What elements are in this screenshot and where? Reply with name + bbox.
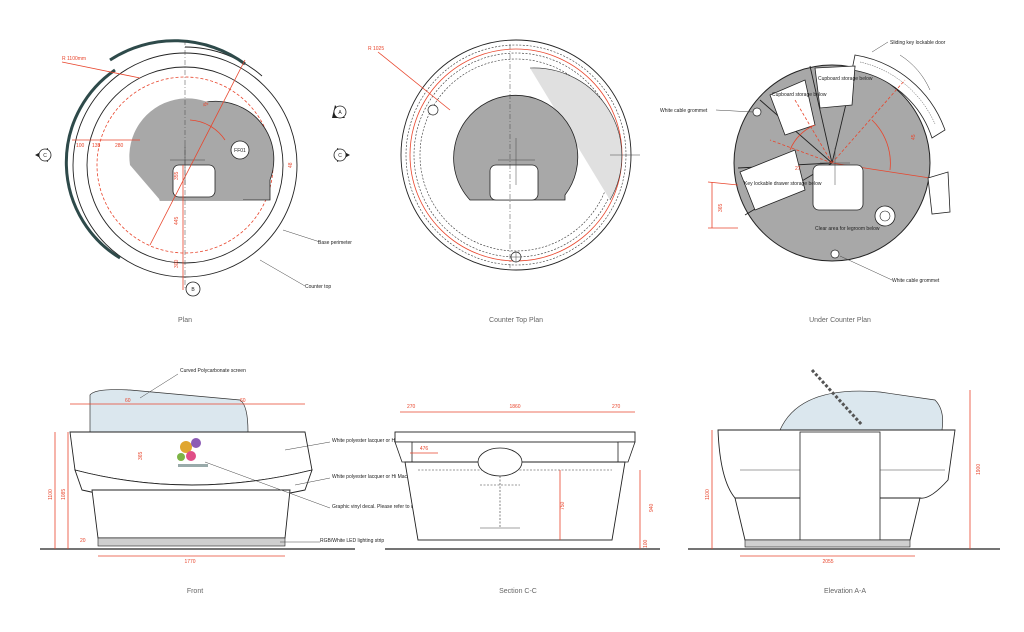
section-c-c-view: 270 1860 270 476 750 940 100 Section C-C (385, 404, 660, 595)
counter-top-plan-view: R 1025 Counter Top Plan (368, 39, 640, 324)
section-marker-b: B (191, 287, 195, 293)
plan-caption: Plan (178, 317, 192, 324)
clear-area-label: Clear area for legroom below (815, 226, 880, 232)
elevation-dim-2055: 2055 (822, 559, 833, 565)
front-dim-365: 365 (138, 451, 144, 460)
elevation-dim-1900: 1900 (976, 464, 982, 475)
section-dim-476: 476 (420, 446, 429, 452)
dim-280: 280 (115, 143, 124, 149)
plan-radius-label: R 1100mm (62, 56, 86, 62)
screen-label: Curved Polycarbonate screen (180, 368, 246, 374)
section-dim-100: 100 (643, 539, 649, 548)
section-dim-940: 940 (649, 503, 655, 512)
front-dim-60b: 60 (240, 398, 246, 404)
finish-label-1: White polyester lacquer or Hi Macs solid… (332, 438, 439, 444)
plan-view: FF01 B C C A R 1100mm 100 135 280 355 44… (35, 39, 352, 324)
cupboard-storage-1-label: Cupboard storage below (772, 92, 827, 98)
section-dim-1860: 1860 (509, 404, 520, 410)
section-caption: Section C-C (499, 588, 537, 595)
front-dim-60a: 60 (125, 398, 131, 404)
cupboard-storage-2-label: Cupboard storage below (818, 76, 873, 82)
section-marker-c-left: C (43, 153, 47, 159)
dim-300: 300 (174, 259, 180, 268)
front-dim-1085: 1085 (61, 489, 67, 500)
elevation-dim-1100: 1100 (705, 489, 711, 500)
dim-445: 445 (174, 216, 180, 225)
base-perimeter-label: Base perimeter (318, 240, 352, 246)
section-marker-c-right: C (338, 153, 342, 159)
front-dim-1770: 1770 (184, 559, 195, 565)
under-counter-plan-view: 365 27 45 Sliding key lockable door Whit… (660, 40, 951, 324)
dim-135: 135 (92, 143, 101, 149)
counter-top-plan-caption: Counter Top Plan (489, 317, 543, 324)
section-dim-270a: 270 (407, 404, 416, 410)
ff01-label: FF01 (234, 148, 246, 154)
front-view: 60 60 1100 1085 365 20 1770 Curved Polyc… (40, 368, 475, 595)
dim-48: 48 (288, 162, 294, 168)
front-caption: Front (187, 588, 203, 595)
front-dim-20: 20 (80, 538, 86, 544)
counter-top-radius-label: R 1025 (368, 46, 384, 52)
cable-grommet-top-label: White cable grommet (660, 108, 708, 114)
elevation-caption: Elevation A-A (824, 588, 866, 595)
counter-top-label: Counter top (305, 284, 331, 290)
front-dim-1100: 1100 (48, 489, 54, 500)
dim-100: 100 (76, 143, 85, 149)
dim-45: 45 (202, 101, 210, 109)
elevation-marker-a: A (338, 110, 342, 116)
sliding-door-label: Sliding key lockable door (890, 40, 946, 46)
elevation-a-a-view: 1100 1900 2055 Elevation A-A (688, 368, 1000, 595)
dim-45-under: 45 (911, 134, 917, 140)
section-dim-270b: 270 (612, 404, 621, 410)
dim-365-under: 365 (718, 203, 724, 212)
key-drawer-label: Key lockable drawer storage below (744, 181, 822, 187)
finish-label-2: White polyester lacquer or Hi Macs solid… (332, 474, 439, 480)
dim-355: 355 (174, 171, 180, 180)
dim-27: 27 (795, 166, 801, 172)
section-dim-750: 750 (560, 501, 566, 510)
under-counter-plan-caption: Under Counter Plan (809, 317, 871, 324)
led-strip-label: RGB/White LED lighting strip (320, 538, 384, 544)
cable-grommet-bottom-label: White cable grommet (892, 278, 940, 284)
vinyl-decal-label: Graphic vinyl decal. Please refer to cor… (332, 504, 475, 510)
